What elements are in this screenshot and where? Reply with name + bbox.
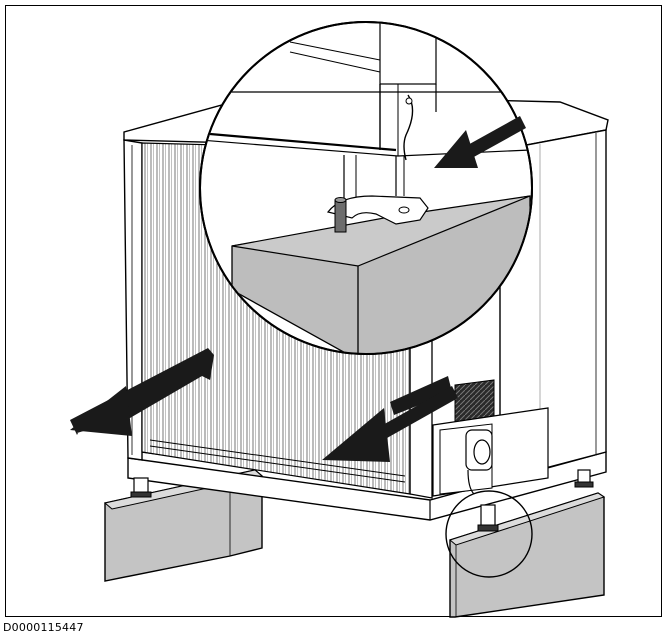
zoom-circle-icon [199,21,533,355]
unit-foot-front-left [130,477,152,498]
arrow-detail-icon [434,116,526,168]
detail-circle-icon [445,490,533,578]
unit-foot-front-right [477,504,499,532]
connection-hatch [432,407,549,497]
unit-foot-back-right [574,469,594,488]
arrow-center-down-icon [322,376,458,462]
arrow-left-down-icon [70,348,214,436]
figure-reference-id: D0000115447 [3,621,84,634]
